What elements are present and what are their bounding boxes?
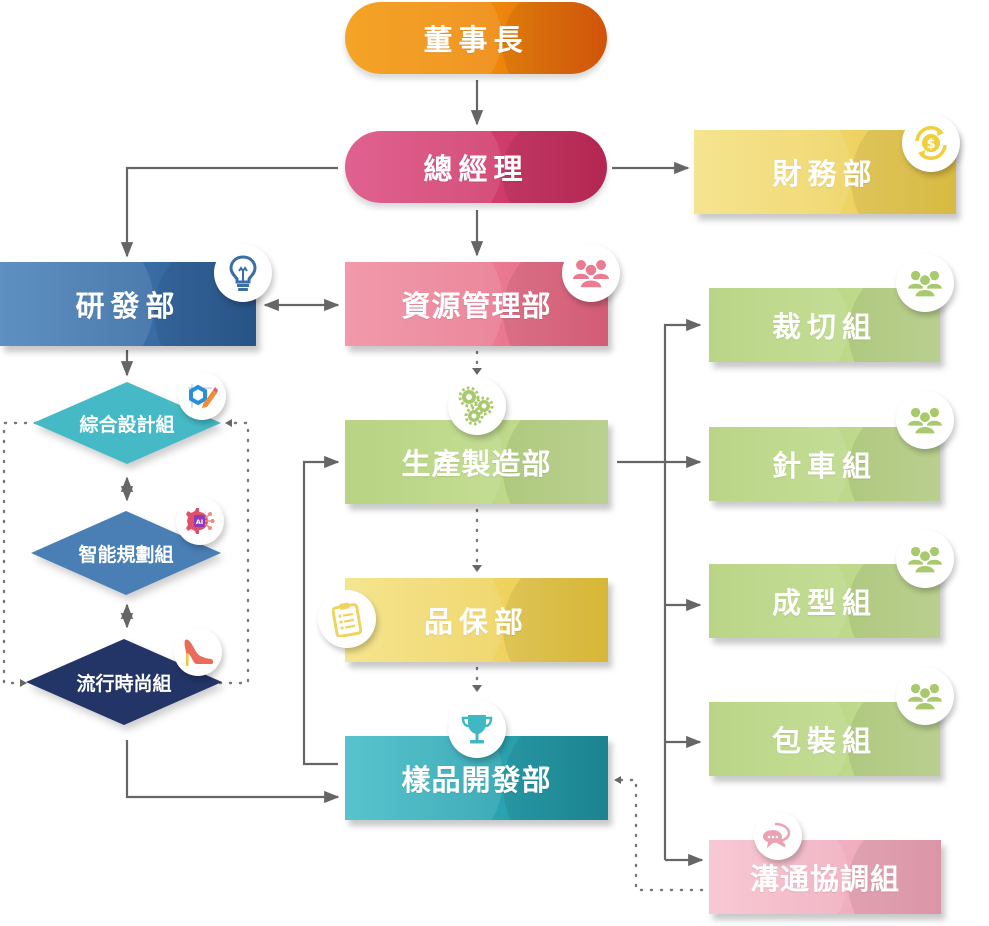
chat-bubbles-icon <box>763 822 791 848</box>
gears-icon <box>458 386 494 426</box>
rnd-group-design[interactable]: 綜合設計組 <box>33 382 221 464</box>
group-label: 流行時尚組 <box>76 672 172 695</box>
diamond-shape <box>31 511 221 595</box>
arrowhead-loop-right <box>225 419 232 427</box>
design-tool-icon <box>188 384 218 408</box>
high-heel-icon <box>184 639 214 666</box>
coordination-group[interactable]: 溝通協調組 <box>709 840 941 914</box>
lightbulb-icon <box>229 255 257 291</box>
node-label: 溝通協調組 <box>749 862 900 896</box>
production-badge <box>448 377 506 435</box>
rnd-group-fashion[interactable]: 流行時尚組 <box>26 639 222 725</box>
node-label: 包裝組 <box>771 724 877 758</box>
node-label: 資源管理部 <box>401 289 552 323</box>
node-qa[interactable]: 品保部 <box>345 578 608 662</box>
connector-coordination-sample <box>618 778 704 892</box>
node-sample-dev[interactable]: 樣品開發部 <box>345 736 608 820</box>
rnd-badge <box>214 244 272 302</box>
svg-text:AI: AI <box>196 518 203 526</box>
connector-trunk-cutting <box>663 318 702 860</box>
cutting-badge <box>896 254 954 312</box>
finance-badge: $ <box>902 114 960 172</box>
node-label: 樣品開發部 <box>401 763 552 797</box>
node-label: 生產製造部 <box>401 447 552 481</box>
clipboard-icon <box>332 602 362 637</box>
rnd-group-ai[interactable]: 智能規劃組 <box>31 511 221 595</box>
packing-badge <box>896 667 954 725</box>
node-chairman[interactable]: 董事長 <box>345 2 607 74</box>
arrowhead-production-qa <box>472 565 482 572</box>
production-group-packing[interactable]: 包裝組 <box>709 702 940 776</box>
diamond-shape <box>26 639 222 725</box>
design-badge <box>178 372 226 420</box>
people-icon <box>908 546 942 574</box>
arrowhead-qa-sample <box>472 685 482 692</box>
node-general-manager[interactable]: 總經理 <box>345 131 607 203</box>
fashion-badge <box>174 628 222 676</box>
needle-badge <box>896 391 954 449</box>
sample-dev-badge <box>448 700 506 758</box>
node-label: 成型組 <box>771 586 877 620</box>
hr-badge <box>562 244 620 302</box>
qa-badge <box>318 590 376 648</box>
forming-badge <box>896 530 954 588</box>
group-label: 綜合設計組 <box>79 413 175 436</box>
ai-badge: AI <box>176 497 224 545</box>
people-icon <box>908 683 942 711</box>
production-group-needle[interactable]: 針車組 <box>709 427 940 501</box>
connector-fashion-sample <box>125 740 340 804</box>
node-label: 財務部 <box>772 157 878 191</box>
node-hr[interactable]: 資源管理部 <box>345 262 608 346</box>
trophy-icon <box>461 715 493 744</box>
people-icon <box>573 260 609 289</box>
arrowhead-coordination-sample <box>614 776 621 784</box>
coordination-badge <box>754 812 802 860</box>
svg-text:$: $ <box>926 137 935 152</box>
connector-gm-rnd <box>120 166 338 258</box>
node-label: 裁切組 <box>771 310 877 344</box>
diamond-shape <box>33 382 221 464</box>
ai-gear-icon: AI <box>186 508 215 534</box>
node-rnd[interactable]: 研發部 <box>0 262 256 346</box>
node-label: 針車組 <box>771 449 877 483</box>
production-group-cutting[interactable]: 裁切組 <box>709 288 940 362</box>
people-icon <box>908 407 942 435</box>
dollar-cycle-icon: $ <box>915 126 947 160</box>
node-label: 品保部 <box>423 605 529 639</box>
node-label: 研發部 <box>75 289 181 323</box>
node-label: 董事長 <box>423 23 529 57</box>
connector-loop-right <box>218 421 250 685</box>
arrowhead-hr-production <box>472 368 482 375</box>
group-label: 智能規劃組 <box>78 543 174 566</box>
node-label: 總經理 <box>423 152 529 186</box>
people-icon <box>908 270 942 298</box>
